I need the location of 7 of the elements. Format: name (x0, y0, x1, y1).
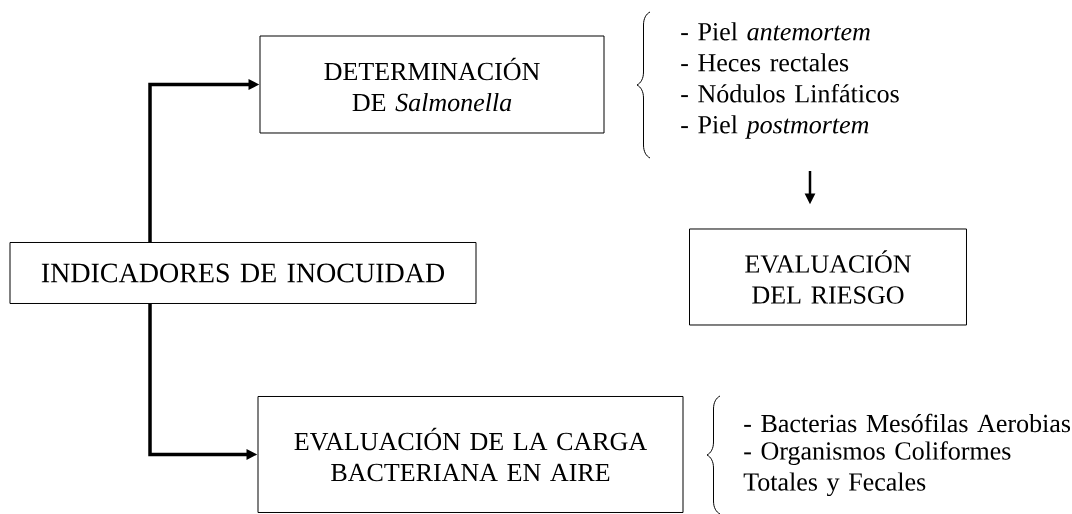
text-box: INDICADORES DE INOCUIDAD (9, 242, 477, 304)
list-item: - Bacterias Mesófilas Aerobias (744, 413, 1071, 433)
text-box: EVALUACIÓN DEL RIESGO (689, 228, 967, 326)
text-box: DETERMINACIÓN DE Salmonella (259, 35, 605, 134)
text-box: EVALUACIÓN DE LA CARGA BACTERIANA EN AIRE (257, 396, 684, 513)
bullet-list: - Piel antemortem - Heces rectales - Nódulos Linfáticos - Piel postmortem (681, 22, 899, 139)
list-item: - Organismos Coliformes Totales y Fecales (743, 441, 1011, 497)
